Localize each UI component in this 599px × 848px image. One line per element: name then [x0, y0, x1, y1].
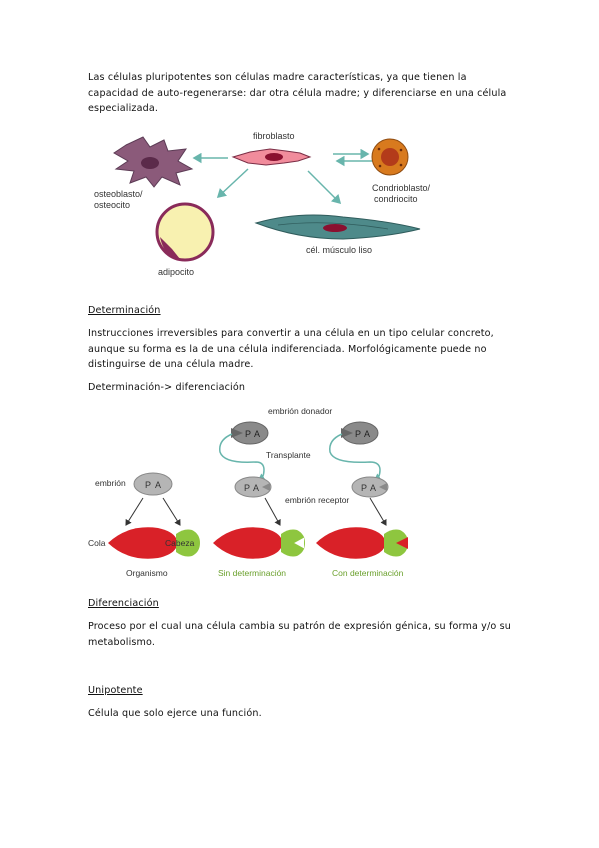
determinacion-body: Instrucciones irreversibles para convert…	[88, 328, 494, 370]
determinacion-diferenciacion-subheading: Determinación-> diferenciación	[88, 382, 246, 393]
donor-embryo-1: P A	[231, 421, 269, 445]
svg-text:P: P	[355, 429, 361, 439]
organism-no-determination	[213, 527, 305, 559]
svg-text:A: A	[253, 483, 259, 493]
transplant-arrow-1	[219, 433, 268, 483]
smooth-muscle-cell	[254, 214, 421, 240]
intro-paragraph: Las células pluripotentes son células ma…	[88, 72, 507, 114]
fibroblast-label: fibroblasto	[253, 131, 295, 141]
embryo-label: embrión	[95, 478, 126, 488]
with-determination-label: Con determinación	[332, 568, 404, 578]
no-determination-label: Sin determinación	[218, 568, 286, 578]
donor-embryo-label: embrión donador	[268, 406, 332, 416]
recipient-embryo-1: P A	[234, 476, 272, 498]
arrow-to-adipocyte	[216, 168, 249, 199]
organism-control	[108, 527, 200, 559]
svg-text:A: A	[254, 429, 260, 439]
organism-with-determination	[316, 527, 408, 559]
tail-label: Cola	[88, 538, 106, 548]
recipient-embryo-label: embrión receptor	[285, 495, 349, 505]
chondroblast-label-line1: Condrioblasto/	[372, 183, 431, 193]
donor-embryo-2: P A	[341, 421, 379, 445]
transplant-arrow-2	[329, 433, 384, 483]
determination-experiment-figure: embrión donador Transplante embrión embr…	[88, 406, 408, 578]
svg-text:P: P	[361, 483, 367, 493]
arrow-to-smooth-muscle	[307, 170, 342, 205]
organism-label: Organismo	[126, 568, 168, 578]
osteoblast-cell	[113, 136, 194, 188]
diferenciacion-body: Proceso por el cual una célula cambia su…	[88, 621, 511, 648]
adipocyte-cell	[155, 202, 215, 262]
unipotente-body: Célula que solo ejerce una función.	[88, 708, 262, 719]
svg-text:A: A	[364, 429, 370, 439]
svg-text:P: P	[145, 480, 151, 490]
transplant-label: Transplante	[266, 450, 311, 460]
svg-text:P: P	[244, 483, 250, 493]
svg-text:A: A	[370, 483, 376, 493]
unipotente-heading: Unipotente	[88, 685, 143, 696]
chondroblast-cell	[371, 138, 409, 176]
chondroblast-label-line2: condriocito	[374, 194, 418, 204]
svg-text:A: A	[155, 480, 161, 490]
head-label: Cabeza	[165, 538, 195, 548]
diferenciacion-heading: Diferenciación	[88, 598, 159, 609]
cell-differentiation-figure: osteoblasto/ osteocito fibroblasto Condr…	[94, 131, 431, 277]
determinacion-heading: Determinación	[88, 305, 161, 316]
osteoblast-label-line1: osteoblasto/	[94, 189, 143, 199]
recipient-embryo-2: P A	[351, 476, 389, 498]
smooth-muscle-label: cél. músculo liso	[306, 245, 372, 255]
fibroblast-cell	[231, 148, 312, 166]
adipocyte-label: adipocito	[158, 267, 194, 277]
svg-text:P: P	[245, 429, 251, 439]
embryo-control: P A	[133, 472, 173, 496]
osteoblast-label-line2: osteocito	[94, 200, 130, 210]
